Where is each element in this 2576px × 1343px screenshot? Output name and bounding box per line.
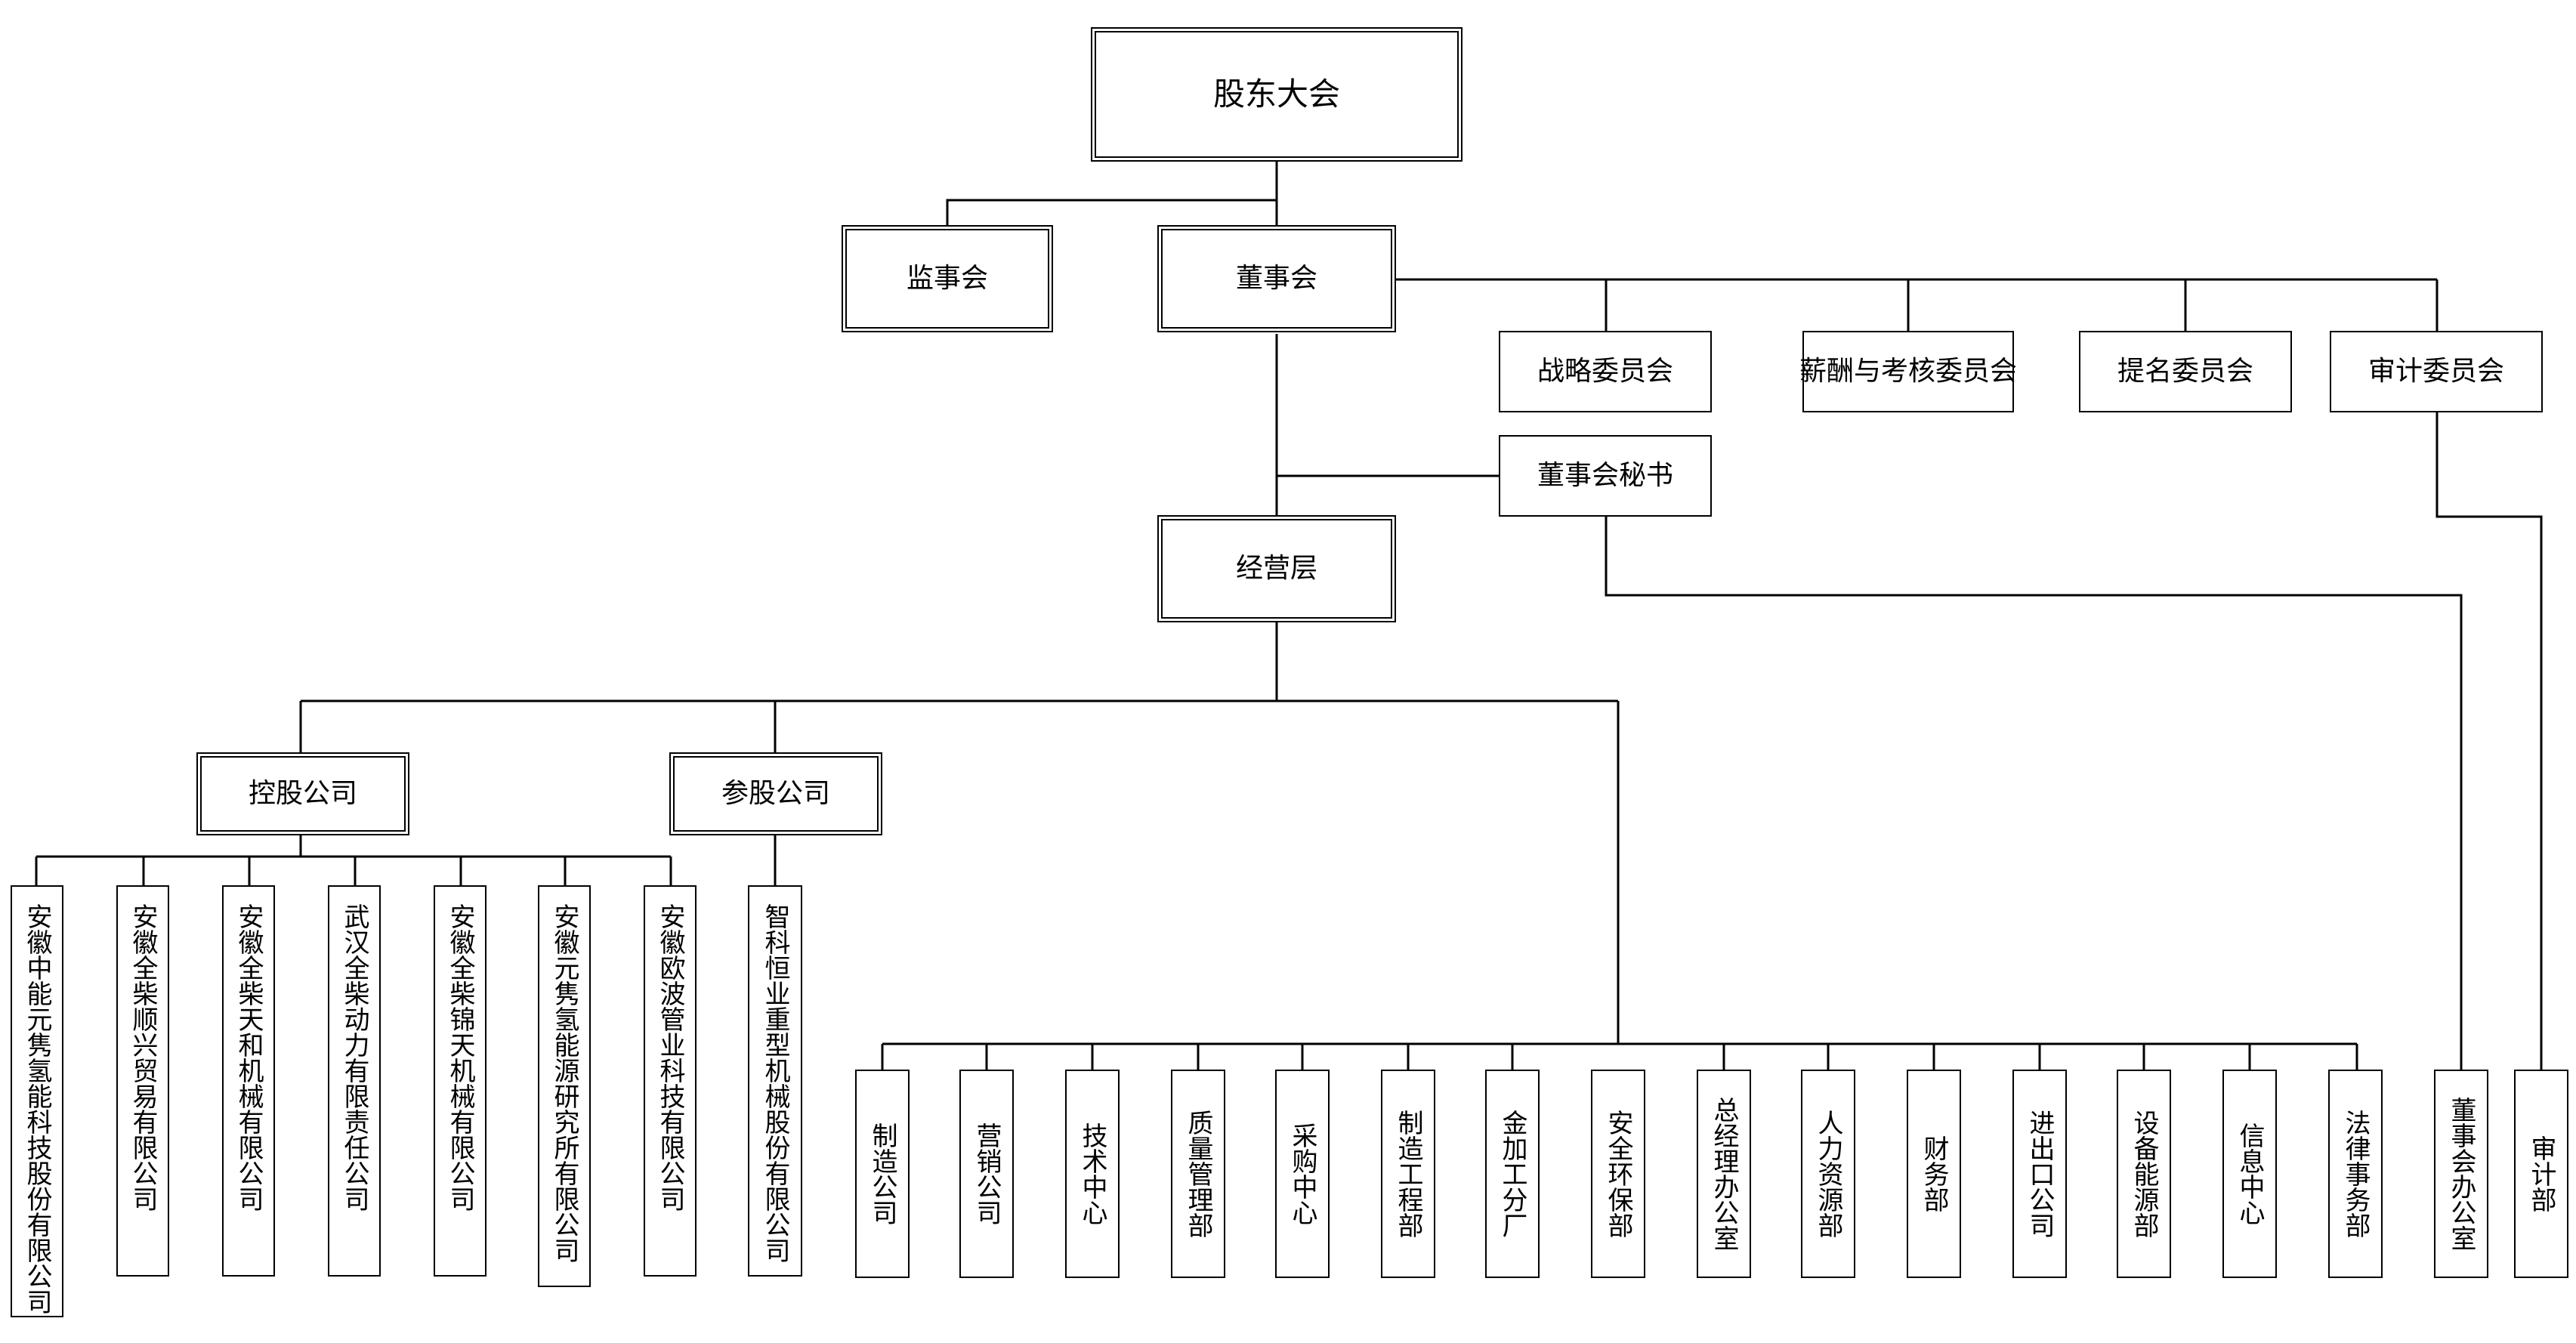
committee-label: 提名委员会 bbox=[2117, 356, 2253, 387]
audit-committee-box: 审计委员会 bbox=[2330, 331, 2543, 412]
committee-label: 战略委员会 bbox=[1537, 356, 1673, 387]
strategy-committee-box: 战略委员会 bbox=[1499, 331, 1712, 412]
subsidiary-box: 安徽元隽氢能源研究所有限公司 bbox=[538, 885, 591, 1287]
management-label: 经营层 bbox=[1235, 553, 1317, 584]
board-of-directors-box: 董事会 bbox=[1157, 225, 1396, 332]
audit-department-label: 审计部 bbox=[2526, 1135, 2557, 1212]
shareholders-meeting-box: 股东大会 bbox=[1091, 27, 1463, 162]
board-office-box: 董事会办公室 bbox=[2434, 1070, 2488, 1278]
department-label: 信息中心 bbox=[2235, 1122, 2266, 1225]
department-label: 安全环保部 bbox=[1603, 1110, 1634, 1238]
board-of-directors-label: 董事会 bbox=[1235, 263, 1317, 294]
nomination-committee-box: 提名委员会 bbox=[2079, 331, 2292, 412]
department-box: 营销公司 bbox=[959, 1070, 1014, 1278]
department-label: 进出口公司 bbox=[2025, 1110, 2056, 1238]
remuneration-committee-box: 薪酬与考核委员会 bbox=[1799, 331, 2018, 412]
department-box: 采购中心 bbox=[1275, 1070, 1330, 1278]
subsidiary-label: 安徽全柴天和机械有限公司 bbox=[233, 903, 264, 1212]
department-label: 采购中心 bbox=[1287, 1122, 1318, 1225]
subsidiary-box: 安徽中能元隽氢能科技股份有限公司 bbox=[11, 885, 63, 1317]
department-box: 法律事务部 bbox=[2328, 1070, 2383, 1278]
department-label: 质量管理部 bbox=[1183, 1110, 1214, 1238]
department-box: 人力资源部 bbox=[1801, 1070, 1855, 1278]
department-label: 制造公司 bbox=[867, 1122, 898, 1225]
supervisory-board-label: 监事会 bbox=[906, 263, 988, 294]
participating-companies-box: 参股公司 bbox=[669, 752, 882, 835]
subsidiary-label: 安徽中能元隽氢能科技股份有限公司 bbox=[22, 903, 53, 1314]
department-box: 设备能源部 bbox=[2117, 1070, 2171, 1278]
board-secretary-label: 董事会秘书 bbox=[1537, 460, 1673, 491]
department-box: 金加工分厂 bbox=[1485, 1070, 1540, 1278]
supervisory-board-box: 监事会 bbox=[842, 225, 1053, 332]
department-label: 财务部 bbox=[1919, 1135, 1950, 1212]
department-box: 质量管理部 bbox=[1171, 1070, 1225, 1278]
shareholders-meeting-label: 股东大会 bbox=[1212, 76, 1340, 113]
participating-company-box: 智科恒业重型机械股份有限公司 bbox=[748, 885, 802, 1277]
committee-label: 审计委员会 bbox=[2368, 356, 2504, 387]
department-label: 总经理办公室 bbox=[1709, 1097, 1740, 1251]
subsidiary-box: 安徽全柴锦天机械有限公司 bbox=[434, 885, 486, 1277]
participating-companies-label: 参股公司 bbox=[721, 778, 830, 809]
department-box: 制造工程部 bbox=[1381, 1070, 1435, 1278]
participating-company-label: 智科恒业重型机械股份有限公司 bbox=[760, 903, 791, 1263]
subsidiary-box: 安徽欧波管业科技有限公司 bbox=[644, 885, 697, 1277]
holding-companies-label: 控股公司 bbox=[248, 778, 357, 809]
holding-companies-box: 控股公司 bbox=[196, 752, 409, 835]
department-label: 技术中心 bbox=[1077, 1122, 1108, 1225]
subsidiary-label: 安徽全柴锦天机械有限公司 bbox=[445, 903, 476, 1212]
subsidiary-box: 武汉全柴动力有限责任公司 bbox=[328, 885, 381, 1277]
department-label: 法律事务部 bbox=[2340, 1110, 2371, 1238]
subsidiary-label: 安徽全柴顺兴贸易有限公司 bbox=[128, 903, 159, 1212]
audit-department-box: 审计部 bbox=[2514, 1070, 2568, 1278]
board-office-label: 董事会办公室 bbox=[2446, 1097, 2477, 1251]
department-label: 设备能源部 bbox=[2129, 1110, 2160, 1238]
subsidiary-label: 安徽元隽氢能源研究所有限公司 bbox=[549, 903, 580, 1263]
department-label: 人力资源部 bbox=[1813, 1110, 1844, 1238]
subsidiary-label: 武汉全柴动力有限责任公司 bbox=[339, 903, 370, 1212]
management-box: 经营层 bbox=[1157, 515, 1396, 622]
subsidiary-box: 安徽全柴天和机械有限公司 bbox=[222, 885, 275, 1277]
department-box: 财务部 bbox=[1907, 1070, 1961, 1278]
department-box: 技术中心 bbox=[1065, 1070, 1120, 1278]
department-box: 制造公司 bbox=[855, 1070, 910, 1278]
subsidiary-label: 安徽欧波管业科技有限公司 bbox=[655, 903, 686, 1212]
department-box: 进出口公司 bbox=[2012, 1070, 2067, 1278]
department-box: 总经理办公室 bbox=[1697, 1070, 1751, 1278]
department-label: 营销公司 bbox=[971, 1122, 1002, 1225]
committee-label: 薪酬与考核委员会 bbox=[1799, 356, 2018, 387]
department-box: 安全环保部 bbox=[1591, 1070, 1645, 1278]
board-secretary-box: 董事会秘书 bbox=[1499, 435, 1712, 517]
subsidiary-box: 安徽全柴顺兴贸易有限公司 bbox=[116, 885, 169, 1277]
department-label: 金加工分厂 bbox=[1497, 1110, 1528, 1238]
department-label: 制造工程部 bbox=[1393, 1110, 1424, 1238]
department-box: 信息中心 bbox=[2222, 1070, 2277, 1278]
